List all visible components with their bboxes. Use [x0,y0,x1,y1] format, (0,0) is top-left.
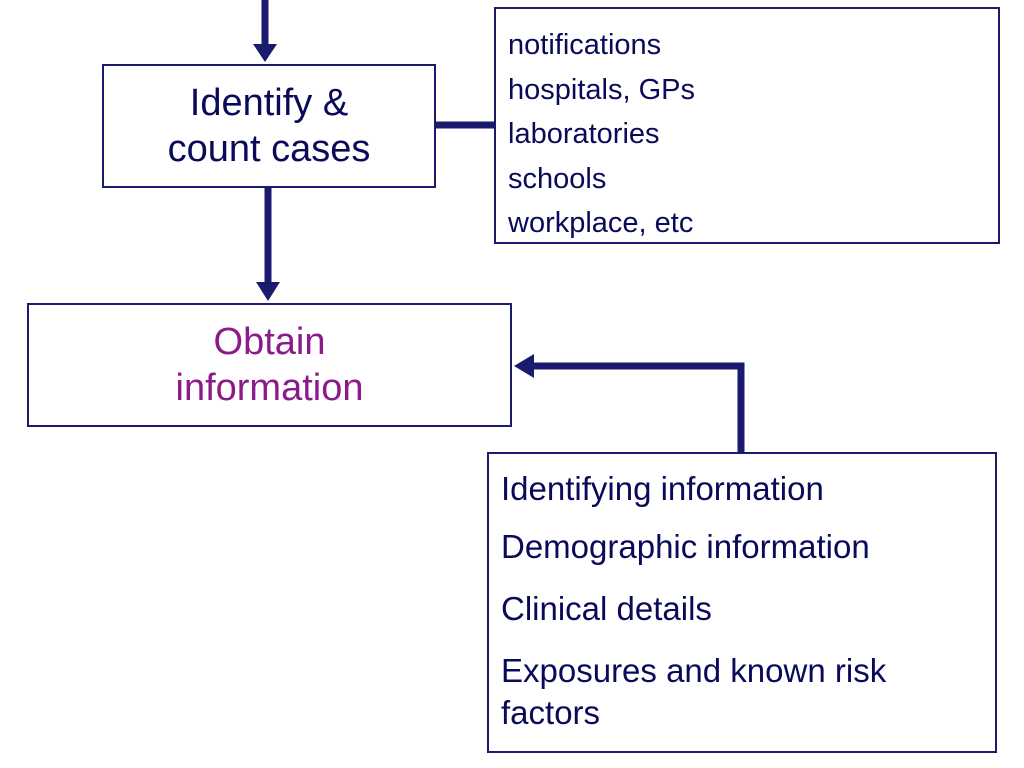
identify-count-cases-box: Identify & count cases [102,64,436,188]
identify-line-2: count cases [167,128,371,170]
information-item: Exposures and known risk factors [501,652,887,731]
obtain-line-2: information [175,367,364,409]
information-item: Demographic information [501,528,870,565]
source-item: laboratories [508,118,660,150]
arrow-information-to-obtain [514,354,745,452]
information-types-box: Identifying information Demographic info… [487,452,997,753]
information-item: Identifying information [501,470,824,507]
source-item: notifications [508,29,662,61]
arrow-into-identify [253,0,277,62]
source-item: schools [508,162,607,195]
obtain-information-box: Obtain information [27,303,512,427]
arrow-identify-to-obtain [256,188,280,301]
source-item: hospitals, GPs [508,73,695,106]
information-item: Clinical details [501,590,712,627]
source-item: workplace, etc [508,207,694,239]
obtain-line-1: Obtain [213,321,326,363]
identify-line-1: Identify & [189,82,349,124]
case-sources-box: notifications hospitals, GPs laboratorie… [494,7,1000,244]
